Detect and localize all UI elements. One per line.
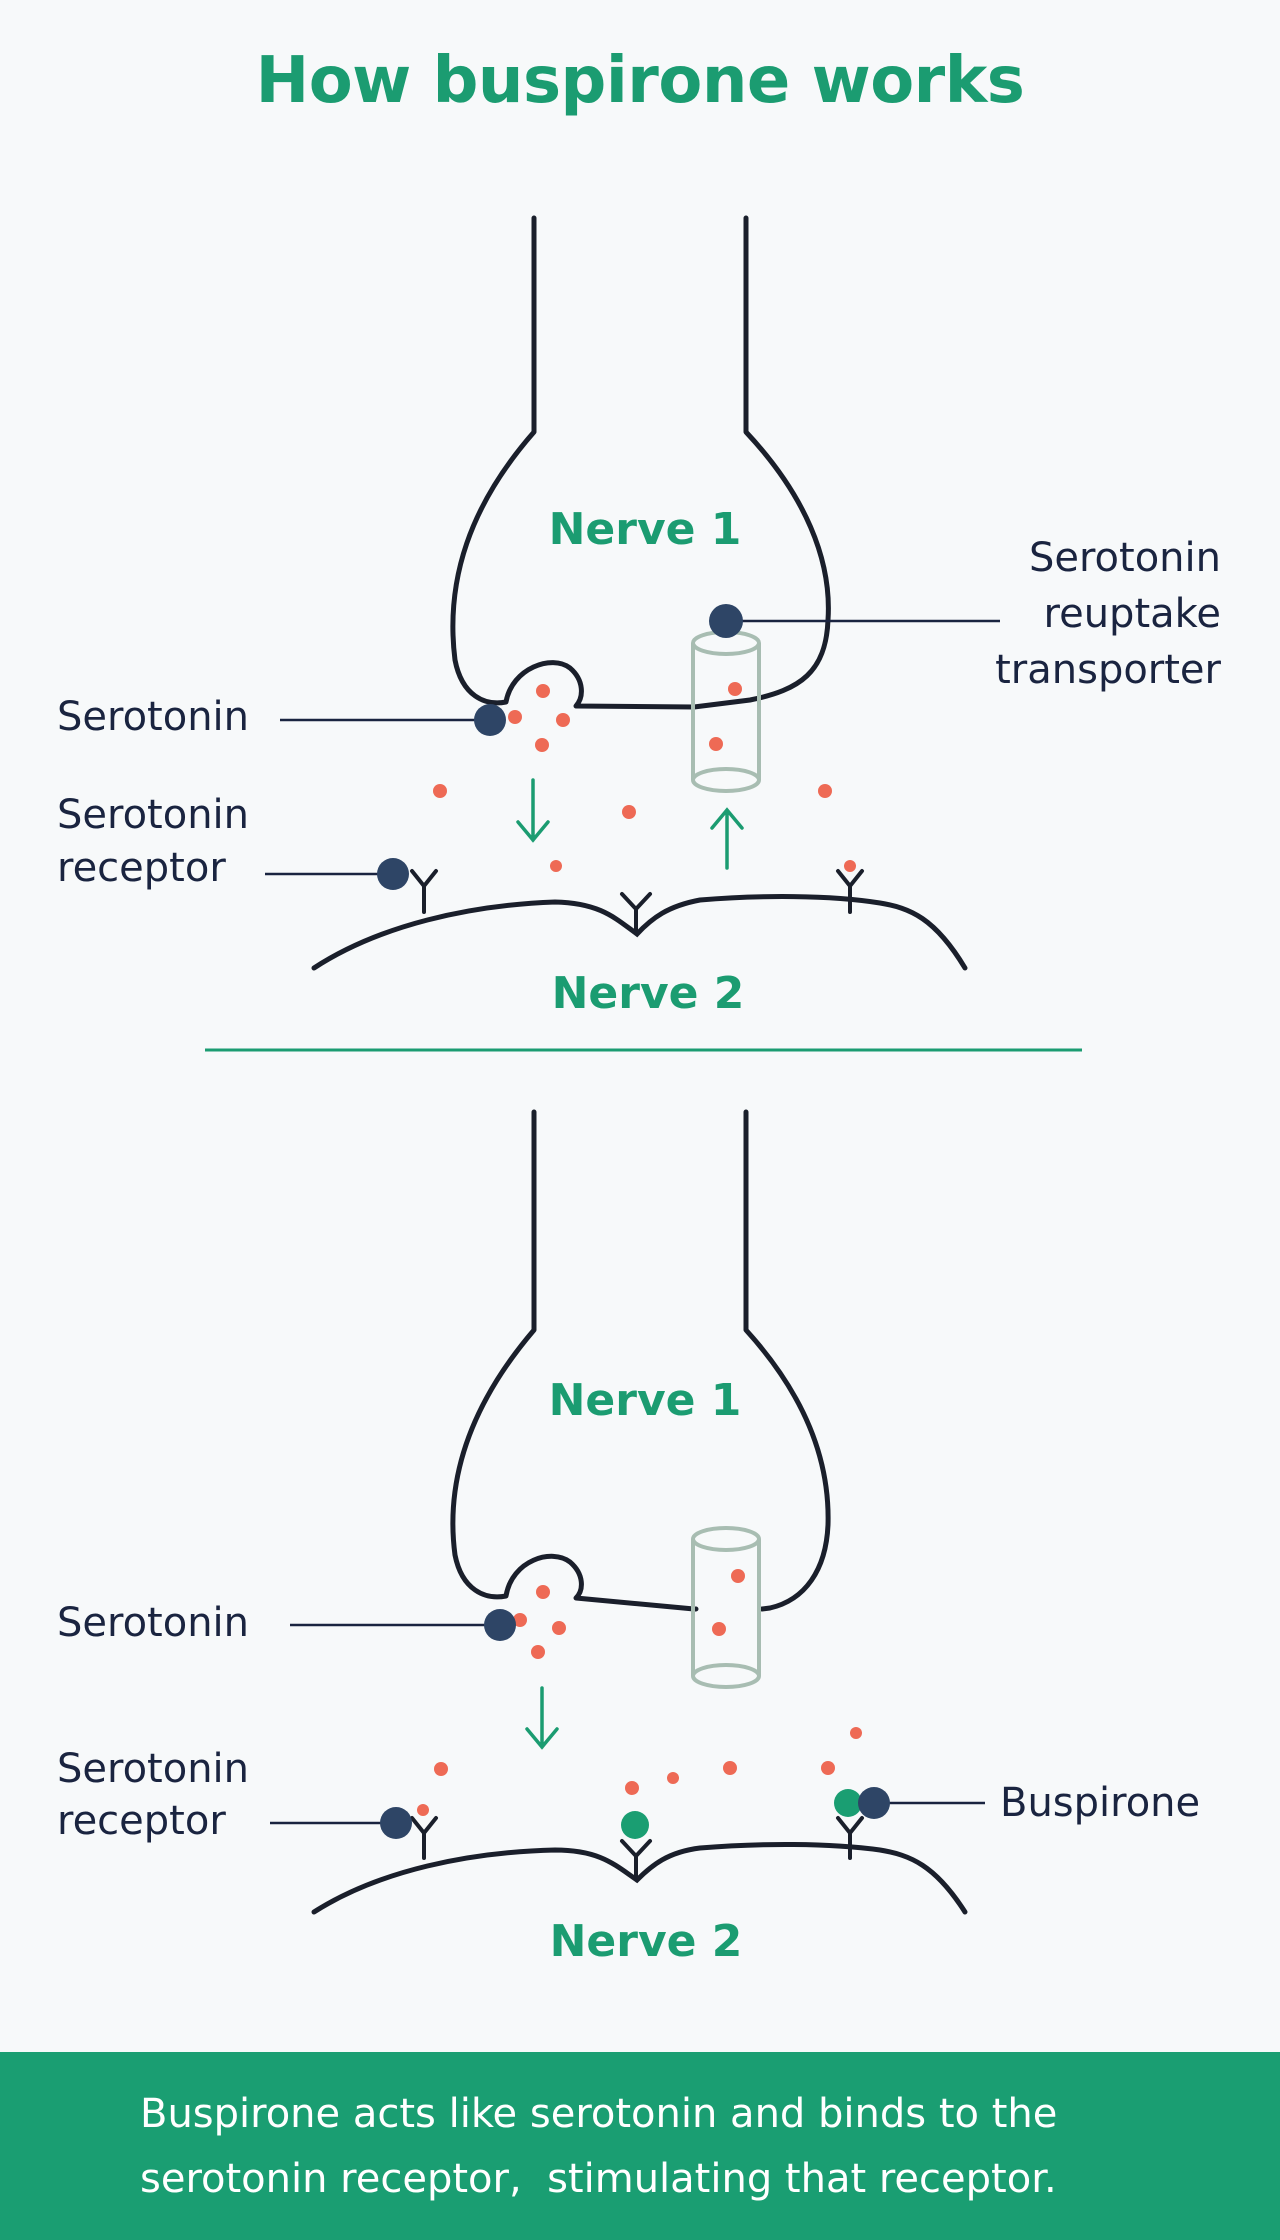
nerve-1-outline: [450, 215, 831, 710]
callout-receptor: Serotonin receptor: [57, 1746, 412, 1844]
nerve-2-label: Nerve 2: [552, 968, 745, 1019]
transporter-label-line3: transporter: [995, 647, 1221, 693]
receptor-label-line1: Serotonin: [57, 792, 249, 838]
serotonin-dot: [536, 1585, 550, 1599]
serotonin-dot: [417, 1804, 429, 1816]
receptor: [836, 1816, 864, 1860]
nerve-2-label: Nerve 2: [550, 1916, 743, 1967]
receptor: [836, 869, 864, 914]
receptor: [620, 892, 652, 934]
serotonin-dot: [508, 710, 522, 724]
serotonin-dot: [433, 784, 447, 798]
receptor-label-line2: receptor: [57, 845, 226, 891]
serotonin-dot: [723, 1761, 737, 1775]
release-arrow: [516, 778, 550, 843]
transporter-label-line1: Serotonin: [1029, 535, 1221, 581]
receptor-label-line2: receptor: [57, 1798, 226, 1844]
serotonin-dot: [821, 1761, 835, 1775]
footer-banner: Buspirone acts like serotonin and binds …: [0, 2052, 1280, 2240]
nerve-1-label: Nerve 1: [549, 504, 742, 555]
nerve-1-outline: [450, 1109, 699, 1612]
reuptake-transporter: [691, 630, 761, 793]
serotonin-dot: [625, 1781, 639, 1795]
serotonin-dot: [535, 738, 549, 752]
receptor-label-line1: Serotonin: [57, 1746, 249, 1792]
nerve-1-outline-right: [743, 1109, 831, 1612]
footer-line-2: serotonin receptor, stimulating that rec…: [140, 2156, 1057, 2202]
serotonin-label: Serotonin: [57, 1600, 249, 1646]
page-title: How buspirone works: [255, 44, 1025, 118]
bottom-panel: Serotonin Serotonin receptor Buspirone N…: [57, 1109, 1200, 1967]
serotonin-dot: [552, 1621, 566, 1635]
buspirone-label: Buspirone: [1000, 1780, 1200, 1826]
callout-transporter: Serotonin reuptake transporter: [709, 535, 1222, 693]
buspirone-dot: [834, 1789, 862, 1817]
buspirone-dot: [621, 1811, 649, 1839]
callout-buspirone: Buspirone: [858, 1780, 1200, 1826]
nerve-2-outline: [311, 1841, 968, 1915]
serotonin-dot: [556, 713, 570, 727]
serotonin-dot: [622, 805, 636, 819]
serotonin-dot: [709, 737, 723, 751]
reuptake-transporter: [691, 1526, 761, 1689]
serotonin-dot: [712, 1622, 726, 1636]
serotonin-dot: [550, 860, 562, 872]
nerve-2-outline: [311, 894, 968, 971]
serotonin-dot: [818, 784, 832, 798]
nerve-1-label: Nerve 1: [549, 1375, 742, 1426]
callout-serotonin: Serotonin: [57, 1600, 516, 1646]
footer-text: Buspirone acts like serotonin and binds …: [140, 2082, 1240, 2212]
serotonin-dot: [728, 682, 742, 696]
receptor: [410, 869, 438, 914]
serotonin-dot: [731, 1569, 745, 1583]
serotonin-dot: [844, 860, 856, 872]
receptor: [620, 1839, 652, 1880]
serotonin-dot: [536, 684, 550, 698]
serotonin-dot: [513, 1613, 527, 1627]
serotonin-dot: [531, 1645, 545, 1659]
callout-serotonin: Serotonin: [57, 694, 506, 740]
release-arrow: [525, 1686, 559, 1750]
synapse-diagram: Serotonin Serotonin receptor Serotonin r…: [57, 215, 1222, 1967]
serotonin-dot: [434, 1762, 448, 1776]
callout-receptor: Serotonin receptor: [57, 792, 409, 891]
serotonin-label: Serotonin: [57, 694, 249, 740]
receptor: [410, 1816, 438, 1860]
reuptake-arrow: [710, 807, 744, 870]
serotonin-dot: [850, 1727, 862, 1739]
top-panel: Serotonin Serotonin receptor Serotonin r…: [57, 215, 1222, 1019]
transporter-label-line2: reuptake: [1044, 591, 1221, 637]
serotonin-dot: [667, 1772, 679, 1784]
footer-line-1: Buspirone acts like serotonin and binds …: [140, 2091, 1058, 2137]
